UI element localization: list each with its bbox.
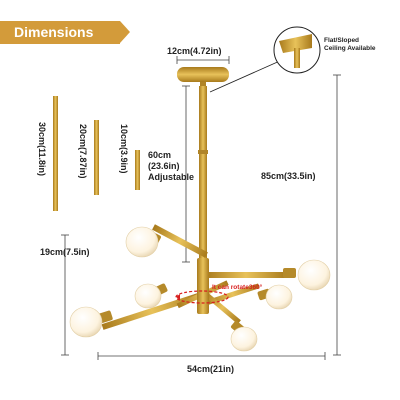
rod-30cm [53, 96, 58, 211]
rod-length-label: 60cm (23.6in) Adjustable [148, 150, 194, 183]
ceiling-label-line1: Flat/Sloped [324, 37, 360, 44]
ceiling-canopy [177, 67, 229, 88]
rotation-label: It can rotate360° [212, 284, 263, 291]
lamp-height-label: 19cm(7.5in) [40, 247, 90, 257]
chandelier-arms [101, 224, 287, 330]
rod-length-cm: 60cm [148, 150, 172, 160]
banner-title: Dimensions [14, 24, 94, 40]
rod-length-in: (23.6in) [148, 161, 180, 171]
light-bulbs [69, 226, 331, 352]
total-height-dimension [333, 74, 341, 356]
rod-10cm [135, 150, 140, 190]
rotation-indicator [175, 290, 229, 304]
canopy-width-dimension [176, 56, 230, 64]
center-hub [197, 258, 209, 314]
rod-20-label: 20cm(7.87in) [78, 124, 88, 179]
canopy-width-label: 12cm(4.72in) [167, 46, 222, 56]
ceiling-detail-inset [209, 26, 321, 93]
rod-adjustable: Adjustable [148, 172, 195, 182]
total-width-dimension [97, 352, 326, 360]
ceiling-label: Flat/Sloped Ceiling Available [324, 37, 376, 53]
main-rod [198, 86, 208, 266]
rod-10-label: 10cm(3.9in) [119, 124, 129, 174]
dimensions-banner: Dimensions [0, 21, 130, 44]
rod-length-dimension [182, 85, 190, 263]
total-height-label: 85cm(33.5in) [261, 171, 316, 181]
lamp-height-dimension [61, 234, 69, 356]
rod-30-label: 30cm(11.8in) [37, 122, 47, 177]
rod-20cm [94, 120, 99, 195]
ceiling-label-line2: Ceiling Available [324, 45, 376, 52]
total-width-label: 54cm(21in) [187, 364, 235, 374]
